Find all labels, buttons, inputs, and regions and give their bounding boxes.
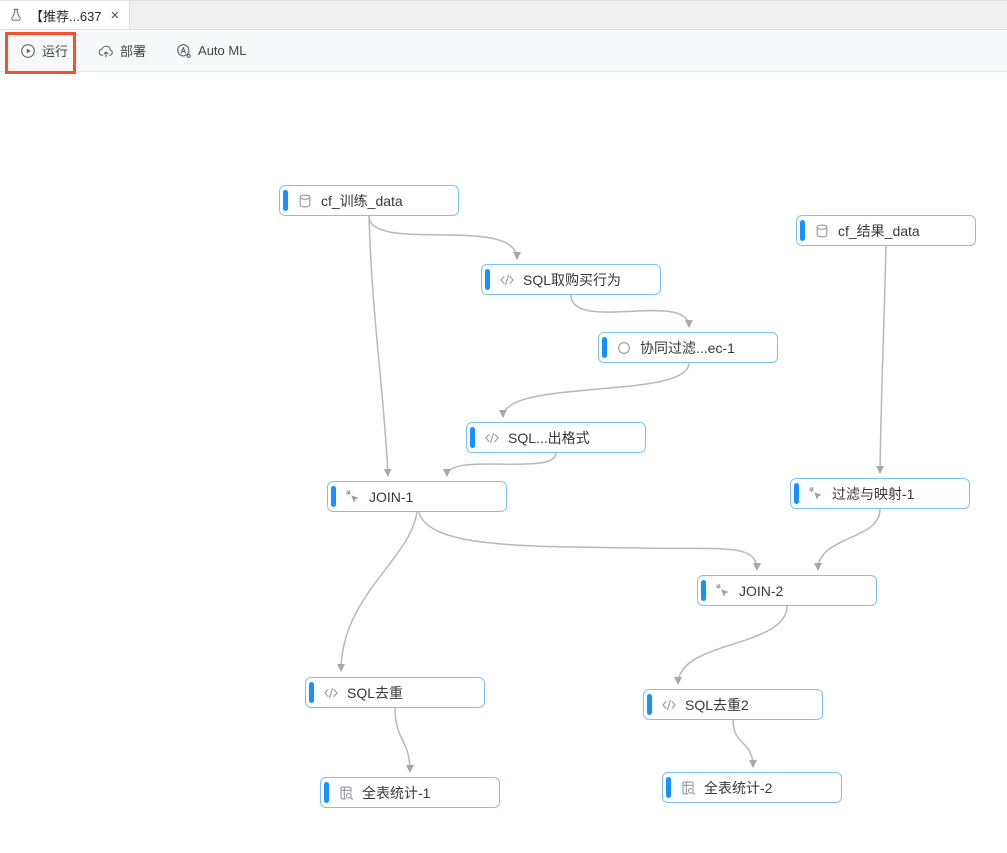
node-status-bar <box>331 486 336 507</box>
node-label: JOIN-2 <box>739 582 784 599</box>
node-status-bar <box>485 269 490 290</box>
automl-label: Auto ML <box>198 43 247 58</box>
node-table-stats-1[interactable]: 全表统计-1 <box>320 777 500 808</box>
node-join-1[interactable]: JOIN-1 <box>327 481 507 512</box>
node-sql-dedup-1[interactable]: SQL去重 <box>305 677 485 708</box>
table-search-icon <box>680 780 696 796</box>
edge-cf-train-data-to-sql-purchase <box>368 215 521 260</box>
node-label: SQL取购买行为 <box>523 271 622 288</box>
edge-filter-map-1-to-join-2 <box>814 508 881 571</box>
node-label: 过滤与映射-1 <box>832 485 915 502</box>
edge-join-2-to-sql-dedup-2 <box>674 605 788 685</box>
cloud-upload-icon <box>98 43 114 59</box>
node-cf-result-data[interactable]: cf_结果_data <box>796 215 976 246</box>
edge-sql-dedup-2-to-table-stats-2 <box>732 719 757 768</box>
node-cf-rec-1[interactable]: 协同过滤...ec-1 <box>598 332 778 363</box>
node-status-bar <box>602 337 607 358</box>
circle-icon <box>616 340 632 356</box>
node-label: SQL去重2 <box>685 696 749 713</box>
node-status-bar <box>800 220 805 241</box>
tab-bar: 【推荐...637 × <box>0 0 1007 30</box>
tab-title: 【推荐...637 <box>30 8 102 24</box>
cursor-click-icon <box>345 489 361 505</box>
cursor-click-icon <box>808 486 824 502</box>
database-icon <box>297 193 313 209</box>
node-sql-dedup-2[interactable]: SQL去重2 <box>643 689 823 720</box>
node-label: SQL去重 <box>347 684 404 701</box>
edge-join-1-to-sql-dedup-1 <box>337 511 418 672</box>
node-sql-purchase[interactable]: SQL取购买行为 <box>481 264 661 295</box>
node-table-stats-2[interactable]: 全表统计-2 <box>662 772 842 803</box>
automl-button[interactable]: Auto ML <box>176 43 246 59</box>
node-label: SQL...出格式 <box>508 429 590 446</box>
toolbar: 运行 部署 Auto ML <box>0 30 1007 72</box>
edge-join-1-to-join-2 <box>418 511 761 571</box>
code-icon <box>323 685 339 701</box>
node-label: JOIN-1 <box>369 488 414 505</box>
node-label: 全表统计-1 <box>362 784 431 801</box>
window-header: 【推荐...637 × 运行 部署 Auto ML <box>0 0 1007 72</box>
edge-cf-train-data-to-join-1 <box>368 215 392 477</box>
node-status-bar <box>470 427 475 448</box>
node-label: cf_训练_data <box>321 192 403 209</box>
node-status-bar <box>701 580 706 601</box>
deploy-button[interactable]: 部署 <box>98 41 146 60</box>
play-circle-icon <box>20 43 36 59</box>
code-icon <box>484 430 500 446</box>
node-status-bar <box>283 190 288 211</box>
code-icon <box>661 697 677 713</box>
node-label: 协同过滤...ec-1 <box>640 339 735 356</box>
edge-sql-format-to-join-1 <box>443 452 557 477</box>
cursor-click-icon <box>715 583 731 599</box>
run-button[interactable]: 运行 <box>20 41 68 60</box>
node-sql-format[interactable]: SQL...出格式 <box>466 422 646 453</box>
node-cf-train-data[interactable]: cf_训练_data <box>279 185 459 216</box>
run-label: 运行 <box>42 44 69 59</box>
tab-close-icon[interactable]: × <box>110 6 120 24</box>
edge-sql-purchase-to-cf-rec-1 <box>570 294 693 328</box>
experiment-tab[interactable]: 【推荐...637 × <box>0 1 131 29</box>
node-label: 全表统计-2 <box>704 779 773 796</box>
node-status-bar <box>309 682 314 703</box>
code-icon <box>499 272 515 288</box>
database-icon <box>814 223 830 239</box>
node-status-bar <box>794 483 799 504</box>
node-status-bar <box>666 777 671 798</box>
node-label: cf_结果_data <box>838 222 920 239</box>
flask-icon <box>9 8 23 22</box>
node-filter-map-1[interactable]: 过滤与映射-1 <box>790 478 970 509</box>
deploy-label: 部署 <box>120 44 147 59</box>
edge-cf-result-data-to-filter-map-1 <box>876 245 887 474</box>
node-status-bar <box>647 694 652 715</box>
table-search-icon <box>338 785 354 801</box>
edge-sql-dedup-1-to-table-stats-1 <box>394 707 414 773</box>
node-join-2[interactable]: JOIN-2 <box>697 575 877 606</box>
automl-circle-a-icon <box>176 43 192 59</box>
node-status-bar <box>324 782 329 803</box>
edge-cf-rec-1-to-sql-format <box>499 362 690 418</box>
